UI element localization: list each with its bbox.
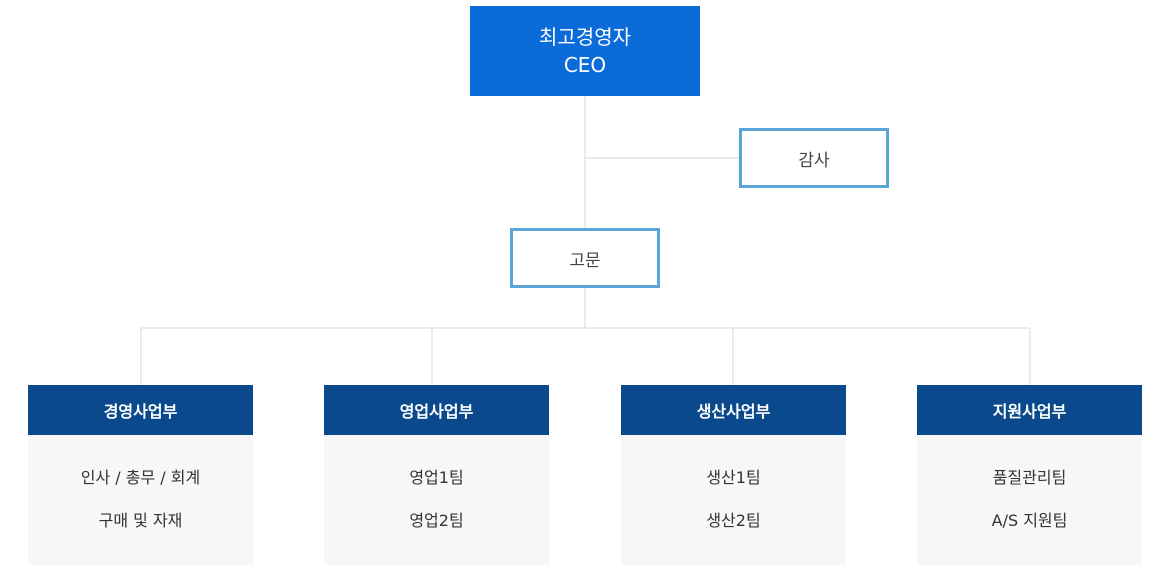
department-production: 생산사업부 생산1팀 생산2팀 <box>621 385 846 565</box>
ceo-title-ko: 최고경영자 <box>539 25 631 49</box>
department-management: 경영사업부 인사 / 총무 / 회계 구매 및 자재 <box>28 385 253 565</box>
advisor-label: 고문 <box>569 250 601 271</box>
department-team-list: 품질관리팀 A/S 지원팀 <box>917 435 1142 565</box>
department-support: 지원사업부 품질관리팀 A/S 지원팀 <box>917 385 1142 565</box>
team-item: 생산1팀 <box>706 468 761 487</box>
advisor-box: 고문 <box>510 228 660 288</box>
department-team-list: 영업1팀 영업2팀 <box>324 435 549 565</box>
team-item: 영업2팀 <box>409 511 464 530</box>
department-header: 경영사업부 <box>28 385 253 435</box>
audit-label: 감사 <box>798 150 830 171</box>
team-item: 생산2팀 <box>706 511 761 530</box>
department-sales: 영업사업부 영업1팀 영업2팀 <box>324 385 549 565</box>
audit-box: 감사 <box>739 128 889 188</box>
team-item: 구매 및 자재 <box>98 511 183 530</box>
team-item: 품질관리팀 <box>992 468 1067 487</box>
ceo-box: 최고경영자 CEO <box>470 6 700 96</box>
team-item: A/S 지원팀 <box>991 511 1068 530</box>
team-item: 인사 / 총무 / 회계 <box>80 468 201 487</box>
department-header: 지원사업부 <box>917 385 1142 435</box>
department-team-list: 인사 / 총무 / 회계 구매 및 자재 <box>28 435 253 565</box>
team-item: 영업1팀 <box>409 468 464 487</box>
department-header: 영업사업부 <box>324 385 549 435</box>
department-team-list: 생산1팀 생산2팀 <box>621 435 846 565</box>
ceo-title-en: CEO <box>563 53 607 77</box>
department-header: 생산사업부 <box>621 385 846 435</box>
